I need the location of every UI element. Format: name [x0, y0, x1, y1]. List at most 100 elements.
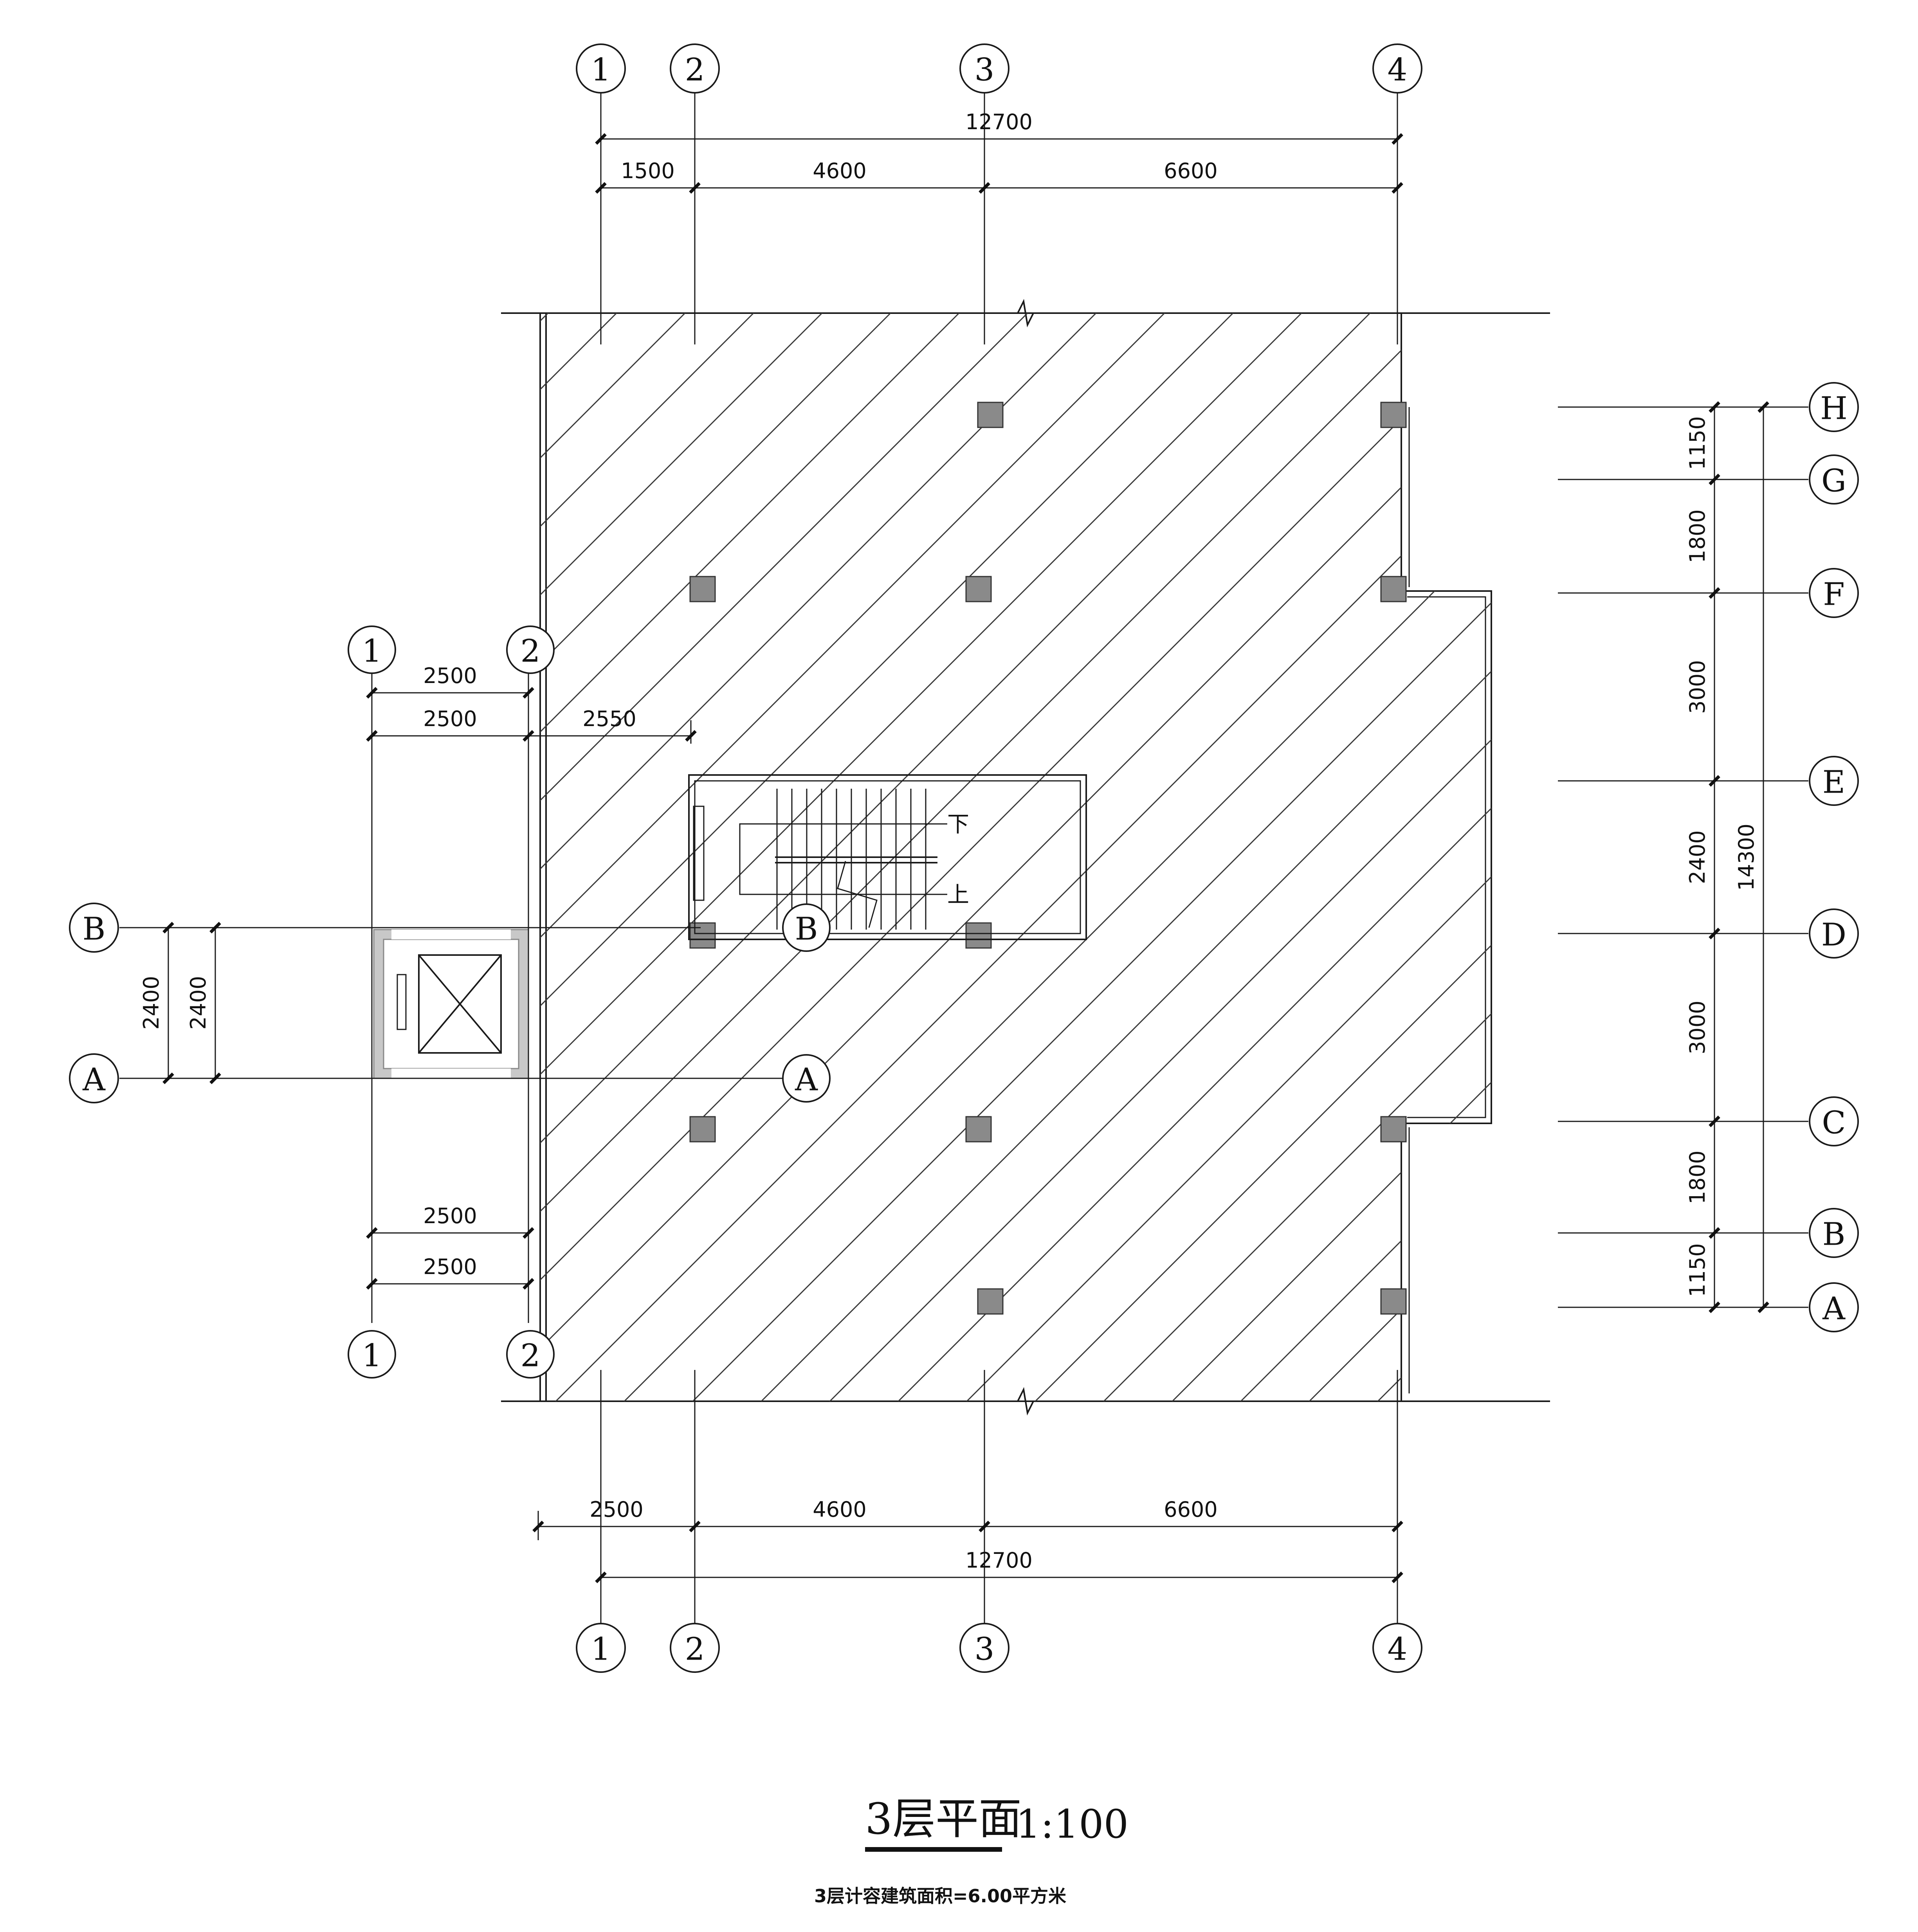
hatch-line: [540, 313, 686, 1401]
dim-elevator-top-extra: 2550: [582, 706, 636, 731]
axis-bubble-right-C: C: [1809, 1096, 1859, 1146]
axis-bubble-right-D: D: [1809, 908, 1859, 959]
dim-top-seg-1: 1500: [621, 159, 674, 183]
dimension-tick: [366, 1278, 378, 1290]
axis-bubble-bottom-4: 4: [1372, 1623, 1422, 1673]
dimension-tick: [1392, 1572, 1403, 1583]
structural-column: [977, 1288, 1004, 1315]
columns: [689, 402, 1407, 1315]
dim-elevator-bottom-1: 2500: [423, 1204, 477, 1228]
structural-column: [689, 576, 716, 602]
dimension-tick: [1758, 401, 1769, 413]
svg-text:1: 1: [591, 1631, 611, 1667]
hatch-line: [540, 313, 617, 1401]
title-scale: 1:100: [1016, 1801, 1128, 1847]
dim-elevator-top-1: 2500: [423, 663, 477, 688]
dimension-tick: [523, 1227, 534, 1239]
axis-bubble-right-H: H: [1809, 382, 1859, 432]
hatch-line: [674, 313, 1491, 1401]
structural-column: [977, 402, 1004, 428]
area-note: 3层计容建筑面积=6.00平方米: [814, 1885, 1066, 1907]
hatch-line: [1566, 313, 1918, 1487]
dimension-tick: [162, 1072, 174, 1084]
axis-bubble-top-2: 2: [670, 43, 720, 94]
hatch-line: [540, 313, 1491, 1401]
dim-right-seg-5: 3000: [1685, 1000, 1710, 1054]
stair: 下 上: [688, 774, 1087, 940]
svg-text:C: C: [1822, 1105, 1846, 1141]
svg-text:1: 1: [362, 633, 382, 669]
hatch-line: [811, 313, 1491, 1401]
dimension-tick: [1709, 1301, 1720, 1313]
svg-text:3: 3: [975, 52, 995, 88]
dim-left-seg-2: 2400: [186, 976, 211, 1029]
svg-text:1: 1: [362, 1337, 382, 1374]
svg-text:B: B: [795, 911, 818, 947]
structural-column: [1380, 1116, 1407, 1143]
axis-bubble-elevator-top-1: 1: [348, 625, 396, 674]
dim-top-seg-2: 4600: [813, 159, 866, 183]
hatch-line: [540, 313, 1491, 1401]
dim-top-total: 12700: [965, 110, 1033, 134]
dimension-tick: [162, 922, 174, 934]
title-main: 3层平面: [865, 1794, 1022, 1844]
axis-bubble-stair-B: B: [782, 903, 831, 952]
slab-outline: [501, 299, 1550, 1416]
elevator: [373, 929, 529, 1079]
axis-bubble-right-G: G: [1809, 454, 1859, 505]
dimension-tick: [595, 182, 607, 194]
dimension-tick: [1709, 587, 1720, 599]
hatch-line: [540, 313, 549, 1401]
dimension-tick: [689, 1521, 701, 1532]
dim-right-seg-4: 2400: [1685, 830, 1710, 884]
axis-bubble-right-B: B: [1809, 1208, 1859, 1258]
structural-column: [1380, 402, 1407, 428]
hatch-line: [540, 313, 1302, 1401]
dimension-tick: [979, 182, 990, 194]
dimension-tick: [689, 182, 701, 194]
dimension-tick: [979, 1521, 990, 1532]
dim-bottom-seg-3: 6600: [1164, 1497, 1217, 1522]
hatch-line: [743, 313, 1491, 1401]
structural-column: [1380, 576, 1407, 602]
dimension-tick: [595, 133, 607, 145]
structural-column: [689, 1116, 716, 1143]
dim-right-total: 14300: [1734, 824, 1759, 891]
hatch-line: [948, 313, 1491, 1401]
svg-text:A: A: [1822, 1290, 1846, 1327]
dimension-tick: [1392, 133, 1403, 145]
axis-bubble-left-A: A: [69, 1053, 119, 1103]
svg-text:4: 4: [1388, 1631, 1408, 1667]
axis-bubble-elevator-top-2: 2: [506, 625, 555, 674]
svg-text:F: F: [1823, 576, 1845, 613]
dimension-lines: 12700 1500 4600 6600 2500 4600 6600 1270…: [139, 110, 1773, 1583]
structural-column: [965, 922, 992, 949]
dimension-tick: [523, 730, 534, 742]
dimension-tick: [366, 730, 378, 742]
dimension-tick: [1392, 1521, 1403, 1532]
dimension-tick: [1392, 182, 1403, 194]
svg-text:H: H: [1820, 390, 1848, 427]
stair-up-label: 上: [947, 882, 969, 908]
dimension-tick: [209, 1072, 221, 1084]
axis-bubble-top-3: 3: [959, 43, 1009, 94]
svg-text:2: 2: [685, 1631, 705, 1667]
hatch-line: [880, 313, 1491, 1401]
dimension-tick: [685, 730, 697, 742]
svg-text:4: 4: [1388, 52, 1408, 88]
hatch-line: [606, 313, 1491, 1401]
svg-text:1: 1: [591, 52, 611, 88]
dimension-tick: [1709, 1116, 1720, 1127]
svg-text:2: 2: [685, 52, 705, 88]
hatch-line: [1154, 313, 1491, 1401]
axis-bubbles: 1 2 3 4 1 2 3 4 H G F E D C B A B A 1 2 …: [69, 43, 1859, 1673]
dim-right-seg-6: 1800: [1685, 1150, 1710, 1204]
dim-left-seg-1: 2400: [139, 976, 164, 1029]
axis-bubble-top-4: 4: [1372, 43, 1422, 94]
structural-column: [965, 1116, 992, 1143]
hatch-line: [540, 313, 1097, 1401]
hatch-line: [540, 313, 891, 1401]
svg-text:E: E: [1822, 764, 1845, 800]
svg-text:G: G: [1821, 463, 1846, 499]
